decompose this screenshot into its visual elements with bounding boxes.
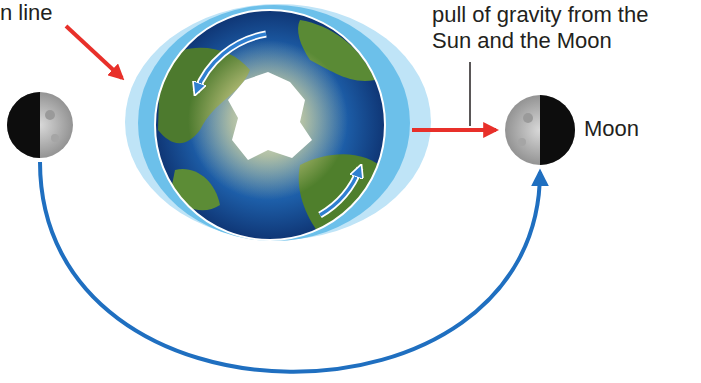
leader-line [469, 62, 471, 126]
rotation-arrow [320, 168, 360, 215]
gravity-label: pull of gravity from the Sun and the Moo… [432, 2, 677, 54]
rotation-arrow-edge [320, 168, 360, 215]
moon-crater [45, 110, 55, 120]
moon-dark-half [540, 95, 575, 165]
partial-label: n line [0, 0, 53, 26]
moon-right [505, 95, 575, 165]
moon-crater [523, 113, 533, 123]
moon-dark-half [7, 92, 40, 158]
moon-label: Moon [584, 116, 639, 142]
earth-outline [155, 10, 385, 240]
rotation-arrow [196, 34, 266, 92]
moon-left [7, 92, 73, 158]
moon-lit [7, 92, 73, 158]
earth [155, 10, 385, 240]
rotation-arrow-edge [196, 34, 266, 92]
polar-ice [228, 72, 312, 160]
orbit-arrow [40, 162, 540, 372]
moon-crater [51, 134, 59, 142]
ocean [155, 10, 385, 240]
tidal-bulge-inner [138, 5, 410, 241]
moon-crater [518, 138, 526, 146]
moon-lit [505, 95, 575, 165]
pointer-arrow [66, 26, 122, 78]
gravity-arrow [412, 128, 496, 132]
tidal-bulge-outer [125, 4, 431, 240]
